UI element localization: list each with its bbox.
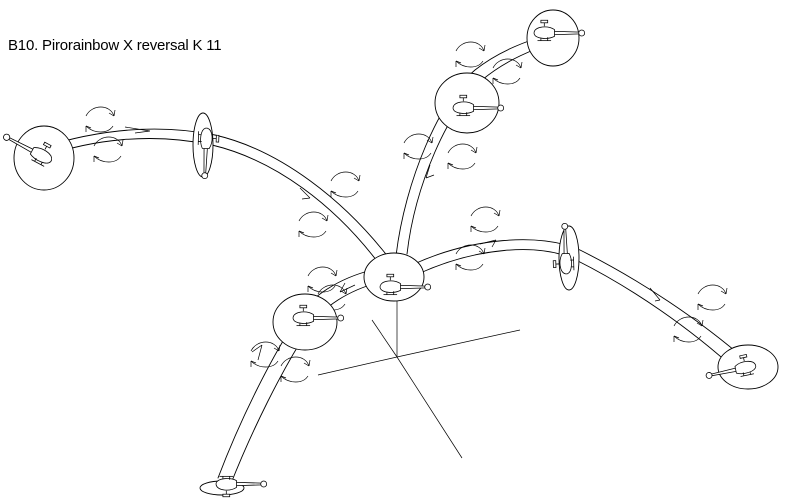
rotation-arrow-icon <box>298 211 329 238</box>
rotation-arrow-icon <box>455 244 486 271</box>
helicopter-bottom <box>199 475 268 498</box>
rotation-arrow-icon <box>85 106 116 133</box>
axes-icon <box>317 272 521 459</box>
helicopter-upper-left <box>0 123 75 191</box>
helicopter-top-right-lower <box>434 72 505 134</box>
rotation-arrow-icon <box>330 171 361 198</box>
figure-title: B10. Pirorainbow X reversal K 11 <box>8 37 222 54</box>
helicopter-center <box>363 252 432 302</box>
rotation-arrow-icon <box>403 133 434 160</box>
rotation-arrow-icon <box>470 206 501 233</box>
rotation-arrows <box>85 41 728 383</box>
rotation-arrow-icon <box>697 284 728 311</box>
rotation-arrow-icon <box>280 356 311 383</box>
rotation-arrow-icon <box>455 41 486 68</box>
helicopter-top-right-upper <box>526 9 586 67</box>
helicopter-far-right <box>703 344 779 390</box>
helicopter-right-vertical <box>551 222 580 291</box>
rotation-arrow-icon <box>447 143 478 170</box>
helicopter-top-left-vertical <box>192 112 220 180</box>
helicopter-lower-left <box>272 293 345 351</box>
